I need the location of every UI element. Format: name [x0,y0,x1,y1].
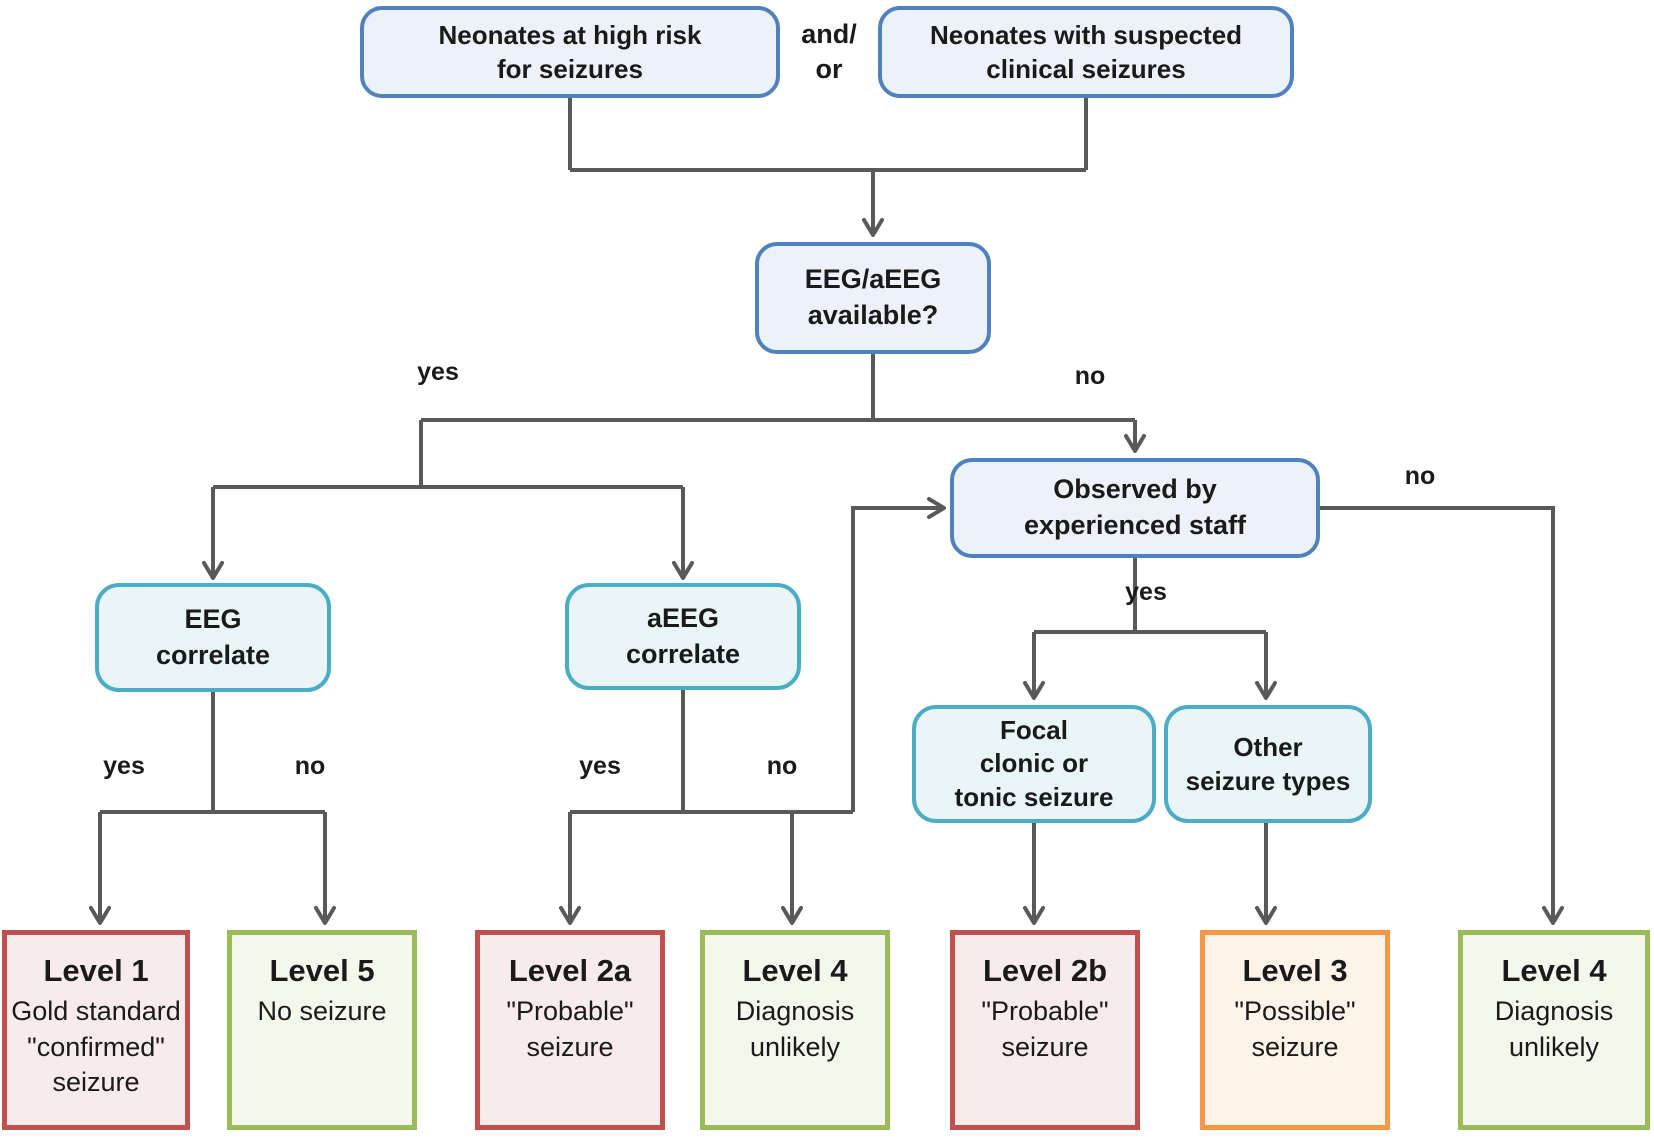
outcome-level-2a-title: Level 2a [508,953,632,988]
node-eeg-available-line1: EEG/aEEG [804,264,942,295]
edge-available-split [421,354,1135,422]
and-or-line1: and/ [801,19,857,50]
node-aeeg-correlate-line1: aEEG [646,602,720,633]
node-other-line2: seizure types [1185,766,1351,796]
edge-observed-no-to-level4 [1320,506,1564,925]
outcome-level-1-line1: Gold standard [11,995,181,1026]
node-suspected-seizures: Neonates with suspected clinical seizure… [878,6,1294,98]
outcome-level-3: Level 3 "Possible" seizure [1200,930,1390,1130]
outcome-level-1-line3: seizure [52,1067,140,1098]
node-eeg-correlate-line1: EEG [184,603,242,634]
edge-label-available-yes: yes [417,358,459,386]
edge-aeeg-split [570,690,853,814]
edge-top-merge [568,98,1088,172]
outcome-level-2b-line1: "Probable" [981,995,1109,1026]
edge-label-available-no: no [1074,362,1106,390]
node-observed-by-staff: Observed by experienced staff [950,458,1320,558]
outcome-level-4-left-title: Level 4 [742,953,848,988]
outcome-level-3-title: Level 3 [1242,953,1348,988]
outcome-level-2b: Level 2b "Probable" seizure [950,930,1140,1130]
edge-observed-yes-split [1034,558,1266,634]
edge-available-yes-branch [213,420,683,489]
outcome-level-4-left-line1: Diagnosis [735,995,855,1026]
edge-label-observed-no: no [1404,462,1436,490]
node-suspected-line1: Neonates with suspected [929,19,1243,50]
outcome-level-4-right: Level 4 Diagnosis unlikely [1458,930,1650,1130]
node-aeeg-correlate: aEEG correlate [565,583,801,690]
outcome-level-5-title: Level 5 [269,953,375,988]
outcome-level-2b-line2: seizure [1001,1031,1089,1062]
node-eeg-available-line2: available? [807,300,939,330]
outcome-level-1-line2: "confirmed" [27,1031,165,1062]
outcome-level-4-right-line1: Diagnosis [1494,995,1614,1026]
edge-label-aeeg-yes: yes [579,752,621,780]
outcome-level-2a-line2: seizure [526,1031,614,1062]
outcome-level-4-left-line2: unlikely [749,1031,841,1062]
outcome-level-2a-line1: "Probable" [506,995,634,1026]
connector-label-and-or: and/ or [780,6,878,98]
node-other-seizure-types: Other seizure types [1164,705,1372,823]
outcome-level-2a: Level 2a "Probable" seizure [475,930,665,1130]
node-other-line1: Other [1233,731,1303,762]
outcome-level-5-line1: No seizure [257,995,387,1026]
node-suspected-line2: clinical seizures [986,54,1186,84]
edge-label-eeg-yes: yes [103,752,145,780]
outcome-level-4-right-title: Level 4 [1501,953,1607,988]
node-eeg-correlate: EEG correlate [95,583,331,692]
edge-label-observed-yes: yes [1125,578,1167,606]
outcome-level-1: Level 1 Gold standard "confirmed" seizur… [2,930,190,1130]
outcome-level-1-title: Level 1 [43,953,149,988]
edge-label-aeeg-no: no [766,752,798,780]
outcome-level-5: Level 5 No seizure [227,930,417,1130]
node-high-risk-line1: Neonates at high risk [438,19,702,50]
node-focal-line2: clonic or [979,748,1089,779]
node-focal-seizure: Focal clonic or tonic seizure [912,705,1156,823]
node-observed-line1: Observed by [1053,474,1217,505]
node-eeg-correlate-line2: correlate [155,639,271,670]
edge-aeeg-no-to-observed [851,497,946,812]
and-or-line2: or [815,54,843,84]
node-focal-line3: tonic seizure [954,781,1114,812]
outcome-level-4-right-line2: unlikely [1508,1031,1600,1062]
outcome-level-2b-title: Level 2b [982,953,1108,988]
edge-eeg-split [100,692,325,814]
node-observed-line2: experienced staff [1023,510,1247,540]
outcome-level-3-line2: seizure [1251,1031,1339,1062]
node-high-risk-line2: for seizures [497,54,643,84]
edge-label-eeg-no: no [294,752,326,780]
node-aeeg-correlate-line2: correlate [625,638,741,669]
outcome-level-4-left: Level 4 Diagnosis unlikely [700,930,890,1130]
node-eeg-available: EEG/aEEG available? [755,242,991,354]
outcome-level-3-line1: "Possible" [1234,995,1356,1026]
node-high-risk: Neonates at high risk for seizures [360,6,780,98]
node-focal-line1: Focal [1000,715,1068,746]
